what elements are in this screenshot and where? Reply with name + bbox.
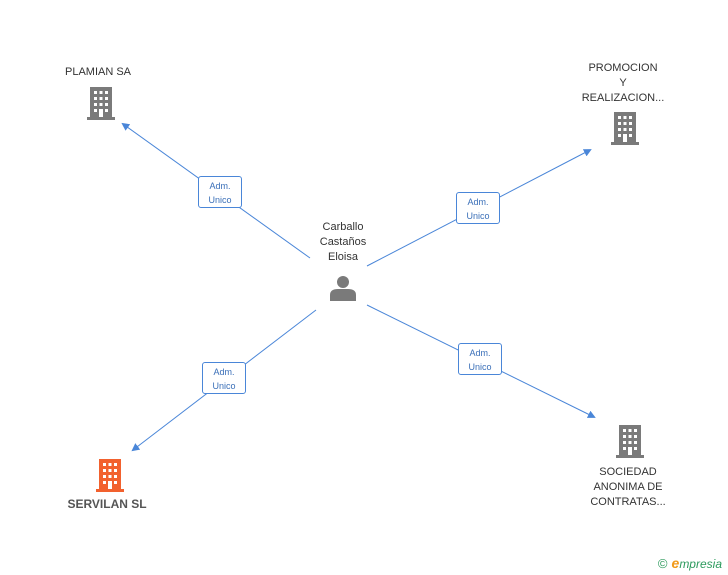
edge-label-line: Unico	[468, 362, 492, 372]
edge-label-line: Unico	[208, 195, 232, 205]
node-label-line: CONTRATAS...	[590, 496, 666, 508]
edge-label-line: Adm.	[209, 181, 231, 191]
edge-label-sociedad[interactable]: Adm. Unico	[458, 343, 502, 375]
person-icon	[330, 276, 356, 301]
node-label-plamian[interactable]: PLAMIAN SA	[48, 65, 148, 80]
node-label-line: PROMOCION	[588, 62, 658, 74]
center-label-line: Eloisa	[328, 251, 358, 263]
node-label-promocion[interactable]: PROMOCION Y REALIZACION...	[568, 61, 678, 106]
node-label-servilan[interactable]: SERVILAN SL	[52, 497, 162, 512]
node-label-line: SOCIEDAD	[599, 466, 657, 478]
node-label-line: REALIZACION...	[581, 92, 665, 104]
edge-label-line: Adm.	[469, 348, 491, 358]
node-label-line: PLAMIAN SA	[64, 66, 132, 78]
center-label-line: Carballo	[322, 221, 364, 233]
brand-initial: e	[671, 555, 680, 571]
node-label-sociedad[interactable]: SOCIEDAD ANONIMA DE CONTRATAS...	[573, 465, 683, 510]
brand-name: mpresia	[679, 557, 722, 571]
edge-label-plamian[interactable]: Adm. Unico	[198, 176, 242, 208]
center-person-label[interactable]: Carballo Castaños Eloisa	[303, 220, 383, 265]
node-label-line: ANONIMA DE	[593, 481, 663, 493]
edge-label-line: Adm.	[467, 197, 489, 207]
edge-label-line: Adm.	[213, 367, 235, 377]
center-label-line: Castaños	[319, 236, 367, 248]
copyright-symbol: ©	[657, 556, 668, 571]
edge-label-servilan[interactable]: Adm. Unico	[202, 362, 246, 394]
edge-label-promocion[interactable]: Adm. Unico	[456, 192, 500, 224]
edge-label-line: Unico	[466, 211, 490, 221]
edge-label-line: Unico	[212, 381, 236, 391]
building-icon	[616, 425, 644, 458]
building-icon	[611, 112, 639, 145]
node-label-line: Y	[619, 77, 627, 89]
building-icon	[96, 459, 124, 492]
node-label-line: SERVILAN SL	[67, 497, 147, 511]
brand-footer[interactable]: ©empresia	[658, 555, 722, 571]
building-icon	[87, 87, 115, 120]
